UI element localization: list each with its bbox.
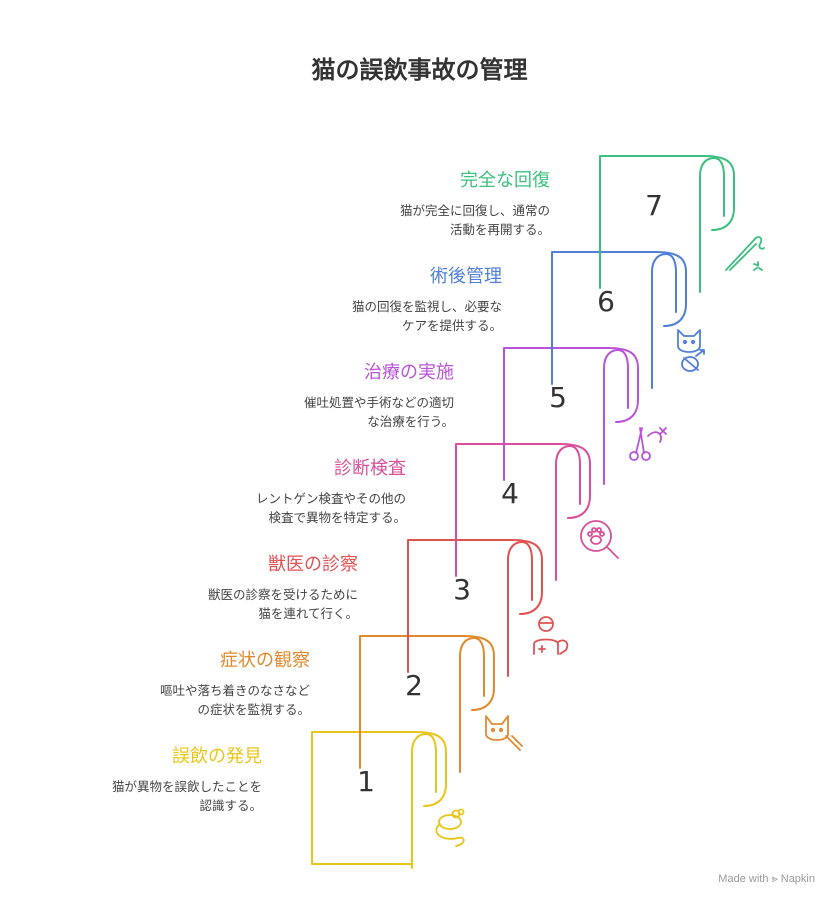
scroll-roll <box>603 349 629 485</box>
scroll-roll <box>555 445 581 581</box>
scroll-step-5: 5 <box>503 347 667 485</box>
scroll-step-2: 2 <box>359 635 523 773</box>
step-number: 3 <box>453 573 471 606</box>
step-description-line-2: 活動を再開する。 <box>449 222 550 237</box>
step-number: 1 <box>357 765 375 798</box>
step-title: 獣医の診察 <box>268 554 358 575</box>
step-title: 診断検査 <box>334 458 406 479</box>
step-description-line-2: 認識する。 <box>199 798 262 813</box>
step-title: 誤飲の発見 <box>172 746 262 767</box>
step-description-line-1: 嘔吐や落ち着きのなさなど <box>159 683 310 698</box>
scroll-roll <box>651 253 677 389</box>
step-description-line-1: 催吐処置や手術などの適切 <box>303 395 454 410</box>
wand-toy-icon <box>725 236 765 271</box>
step-number: 4 <box>501 477 519 510</box>
scroll-outline <box>359 635 495 769</box>
scroll-outline <box>407 539 543 673</box>
step-description-line-1: 猫が完全に回復し、通常の <box>399 203 550 218</box>
step-description-line-2: の症状を監視する。 <box>197 702 310 717</box>
cat-icon <box>485 715 523 751</box>
step-description-line-2: ケアを提供する。 <box>401 318 502 333</box>
step-description-line-1: 猫が異物を誤飲したことを <box>111 779 262 794</box>
scroll-outline <box>551 251 687 385</box>
step-title: 症状の観察 <box>220 650 310 671</box>
step-description-line-2: な治療を行う。 <box>367 414 454 429</box>
step-number: 6 <box>597 285 615 318</box>
step-number: 5 <box>549 381 567 414</box>
napkin-watermark: Made with ⪢ Napkin <box>718 873 815 885</box>
scroll-step-3: 3 <box>407 539 569 677</box>
scroll-roll <box>699 157 725 293</box>
scroll-roll <box>411 733 437 869</box>
veterinarian-icon <box>533 616 569 655</box>
scroll-roll <box>507 541 533 677</box>
scroll-step-7: 7 <box>599 155 765 293</box>
paw-search-icon <box>580 520 619 559</box>
scroll-step-6: 6 <box>551 251 705 389</box>
mouse-toy-icon <box>435 808 465 847</box>
scroll-step-4: 4 <box>455 443 619 581</box>
step-description-line-1: レントゲン検査やその他の <box>255 491 406 506</box>
step-description-line-2: 猫を連れて行く。 <box>258 606 358 621</box>
surgery-scissors-icon <box>629 427 667 461</box>
step-number: 2 <box>405 669 423 702</box>
scroll-step-1: 1 <box>311 731 465 869</box>
step-title: 治療の実施 <box>364 362 454 383</box>
scroll-outline <box>599 155 735 289</box>
step-description-line-2: 検査で異物を特定する。 <box>268 510 406 525</box>
step-description-line-1: 獣医の診察を受けるために <box>207 587 358 602</box>
cat-care-icon <box>677 329 705 372</box>
step-title: 完全な回復 <box>460 170 550 191</box>
scroll-roll <box>459 637 485 773</box>
step-title: 術後管理 <box>430 266 502 287</box>
scroll-outline <box>455 443 591 577</box>
scroll-outline <box>503 347 639 481</box>
step-description-line-1: 猫の回復を監視し、必要な <box>351 299 502 314</box>
page-title: 猫の誤飲事故の管理 <box>311 56 528 84</box>
scroll-outline <box>311 731 447 865</box>
step-number: 7 <box>645 189 663 222</box>
